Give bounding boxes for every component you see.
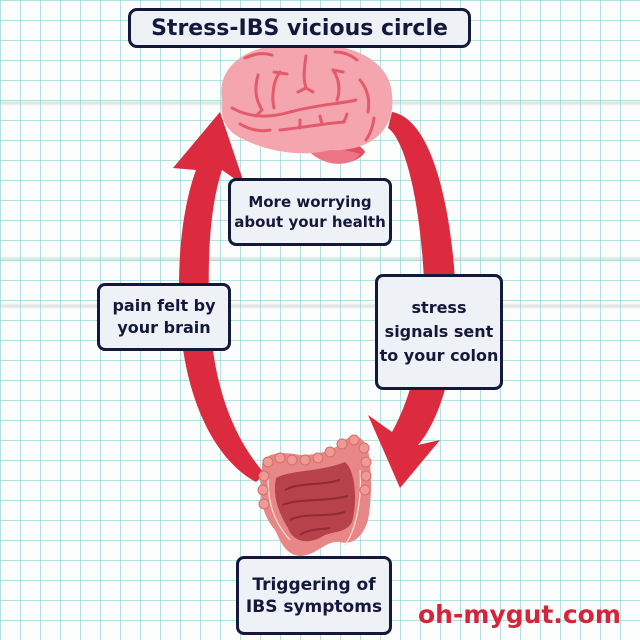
step-pain-text: pain felt by your brain [112, 296, 216, 337]
arrow-colon-to-brain [173, 112, 265, 482]
step-trigger-text: Triggering of IBS symptoms [245, 574, 383, 617]
website-watermark: oh-mygut.com [418, 600, 621, 629]
step-stress-signals-box: stress signals sent to your colon [375, 274, 503, 390]
title-text: Stress-IBS vicious circle [151, 15, 448, 41]
step-trigger-box: Triggering of IBS symptoms [236, 556, 392, 635]
intestines-icon [257, 434, 372, 556]
step-stress-signals-text: stress signals sent to your colon [379, 298, 499, 365]
diagram-title: Stress-IBS vicious circle [128, 8, 471, 48]
step-pain-box: pain felt by your brain [97, 283, 231, 351]
brain-icon [221, 44, 393, 164]
arrow-brain-to-colon [368, 112, 456, 488]
paper-crease [0, 256, 640, 262]
paper-crease [0, 303, 640, 309]
step-worry-box: More worrying about your health [228, 178, 392, 246]
step-worry-text: More worrying about your health [234, 193, 386, 231]
